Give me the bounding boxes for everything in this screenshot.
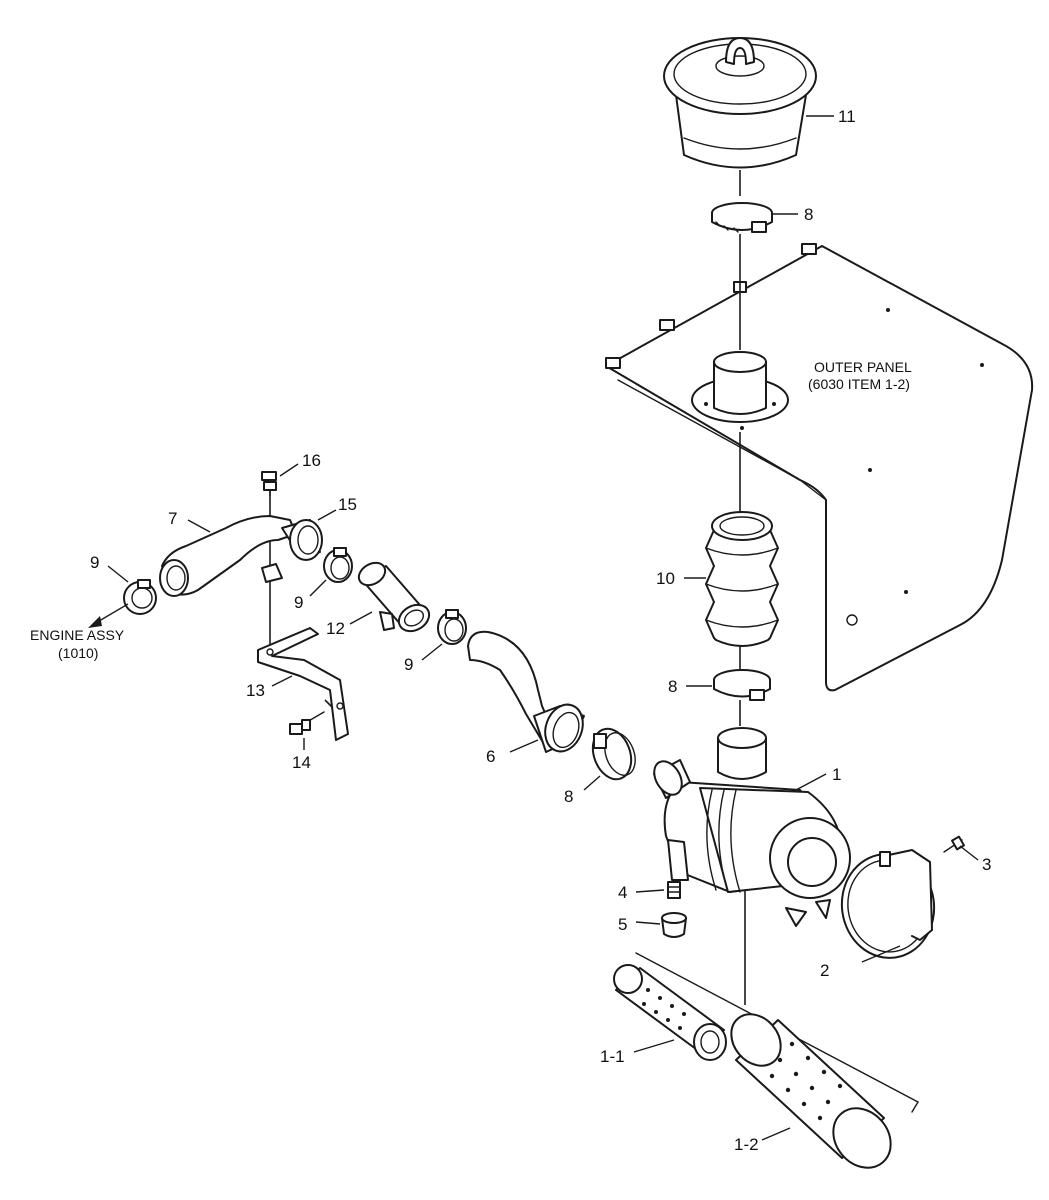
callout-leader-lines: [107, 115, 979, 1141]
callout-15: 15: [338, 495, 357, 514]
callout-8-mid: 8: [668, 677, 677, 696]
callout-8-low: 8: [564, 787, 573, 806]
part-5-dust-valve: [661, 912, 687, 938]
part-15-adapter: [281, 519, 323, 561]
part-11-precleaner-cap: [663, 37, 817, 169]
callout-1-1: 1-1: [600, 1047, 625, 1066]
callout-7: 7: [168, 509, 177, 528]
callout-11: 11: [838, 107, 856, 126]
callout-3: 3: [982, 855, 991, 874]
part-12-tee-fitting: [357, 561, 431, 633]
part-1-air-cleaner: [653, 727, 851, 927]
part-14-bolt: [289, 711, 325, 735]
part-16-bolt: [261, 471, 277, 497]
callout-12: 12: [326, 619, 345, 638]
callout-13: 13: [246, 681, 265, 700]
callout-5: 5: [618, 915, 627, 934]
part-9-clamp-mid: [323, 547, 353, 583]
part-13-bracket: [257, 563, 349, 741]
outer-panel: [605, 243, 1034, 692]
callout-10: 10: [656, 569, 675, 588]
part-8-clamp-mid: [713, 669, 771, 701]
engine-direction-arrow: [88, 603, 129, 628]
part-1-2-primary-element: [730, 1013, 892, 1169]
callout-8-top: 8: [804, 205, 813, 224]
primary-element-perforations: [769, 1041, 843, 1121]
part-4-fitting: [667, 881, 681, 899]
part-1-1-safety-element: [613, 964, 727, 1061]
callout-4: 4: [618, 883, 627, 902]
outer-panel-note-line2: (6030 ITEM 1-2): [808, 376, 910, 392]
part-8-clamp-low: [591, 727, 636, 781]
outer-panel-note-line1: OUTER PANEL: [814, 359, 912, 375]
callout-14: 14: [292, 753, 311, 772]
part-9-clamp-left: [123, 579, 157, 615]
callout-6: 6: [486, 747, 495, 766]
engine-assy-note-line2: (1010): [58, 645, 98, 661]
callout-16: 16: [302, 451, 321, 470]
part-6-hose: [467, 630, 585, 753]
part-2-band-clamp: [840, 849, 936, 959]
part-9-clamp-low: [437, 609, 467, 645]
callout-9-mid: 9: [294, 593, 303, 612]
part-3-bolt: [943, 835, 965, 853]
engine-assy-note-line1: ENGINE ASSY: [30, 627, 125, 643]
safety-element-perforations: [642, 988, 686, 1030]
callout-9-left: 9: [90, 553, 99, 572]
callout-9-low: 9: [404, 655, 413, 674]
part-10-bellows: [705, 511, 779, 647]
callout-1-2: 1-2: [734, 1135, 759, 1154]
part-8-clamp-top: [711, 202, 773, 233]
part-7-elbow: [159, 515, 297, 597]
callout-2: 2: [820, 961, 829, 980]
callout-1: 1: [832, 765, 841, 784]
